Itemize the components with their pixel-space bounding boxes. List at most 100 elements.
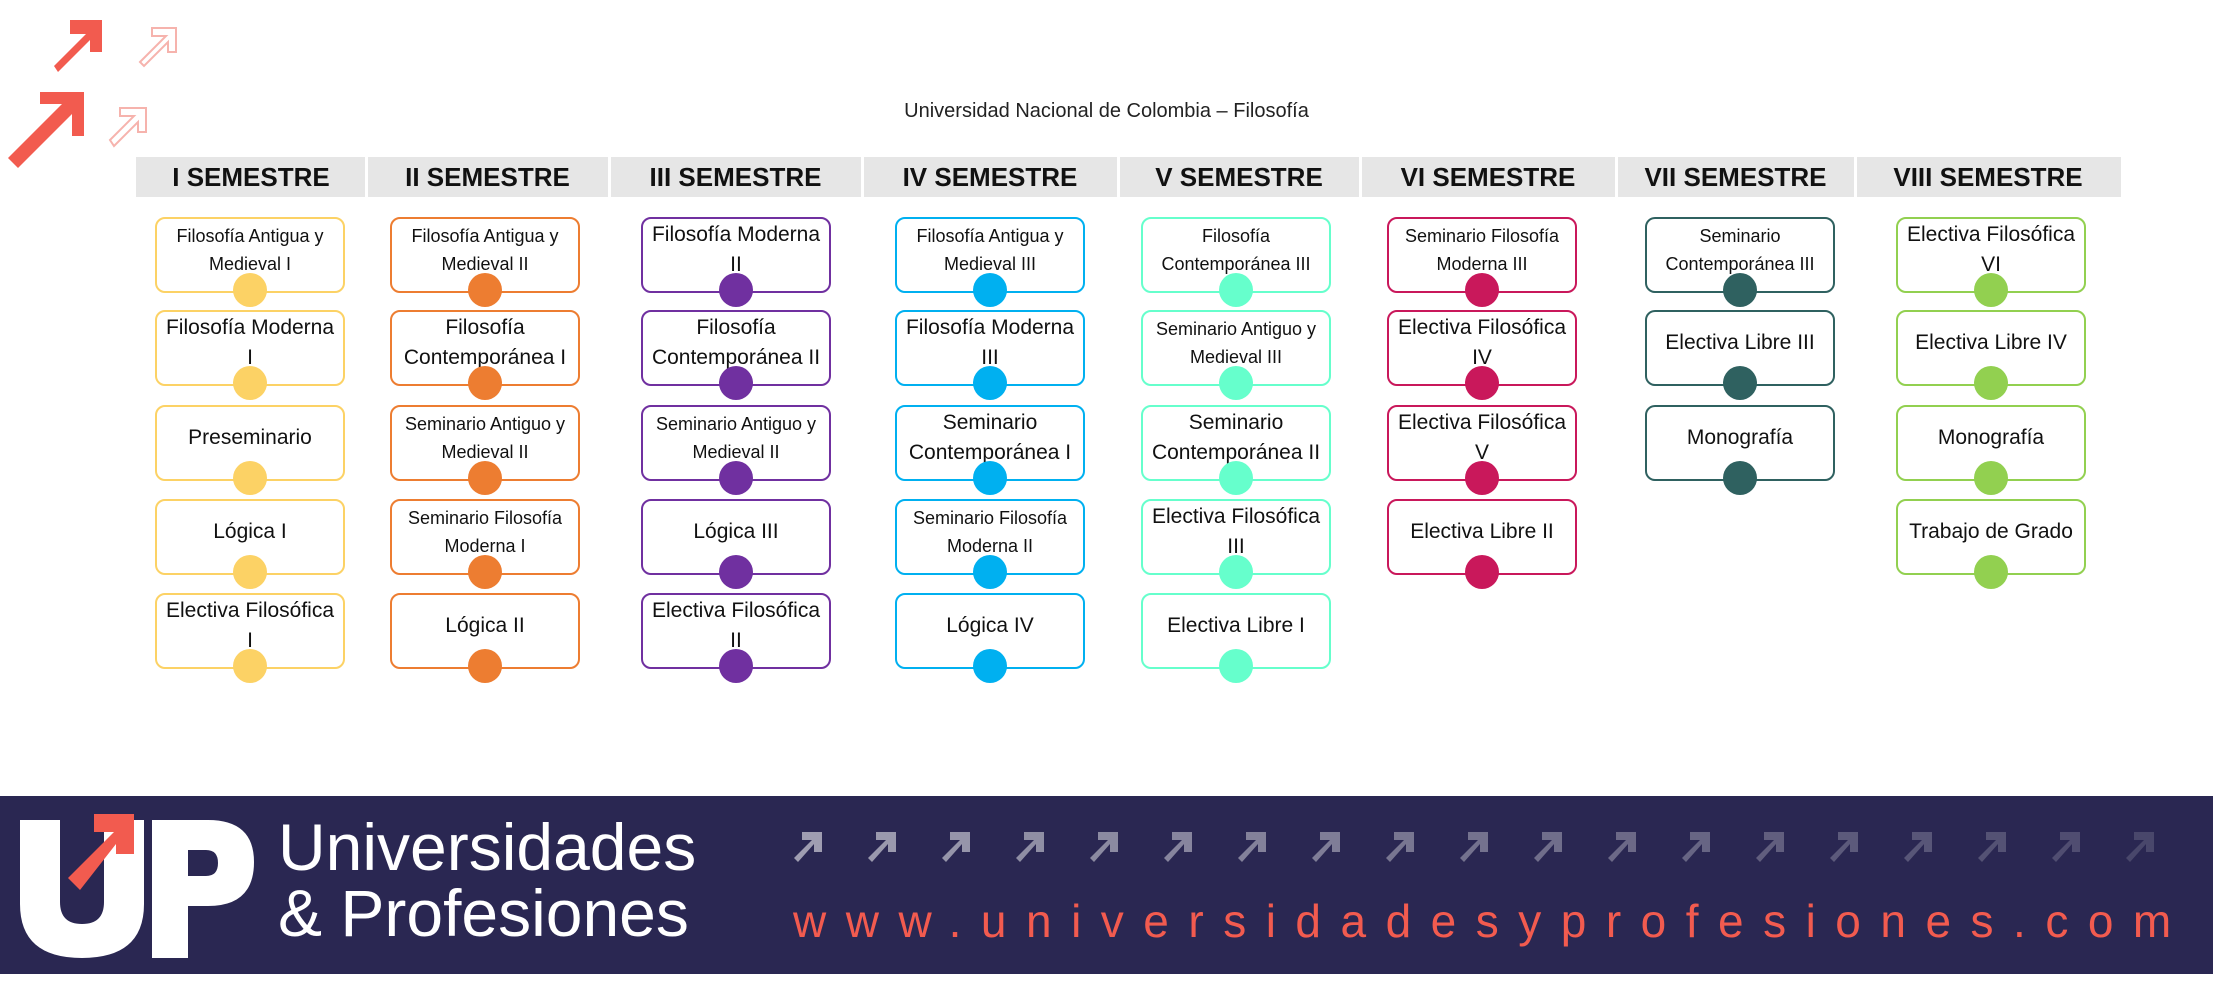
course-card-seminario-contemporanea-ii: Seminario Contemporánea II <box>1141 405 1331 495</box>
course-card-seminario-contemporanea-iii: Seminario Contemporánea III <box>1645 217 1835 307</box>
course-dot-icon <box>233 366 267 400</box>
course-dot-icon <box>973 461 1007 495</box>
course-dot-icon <box>1465 366 1499 400</box>
course-dot-icon <box>719 461 753 495</box>
course-card-seminario-filosofia-moderna-i: Seminario Filosofía Moderna I <box>390 499 580 589</box>
pattern-arrow-icon <box>1460 832 1488 862</box>
course-name: Filosofía Moderna II <box>651 223 821 276</box>
pattern-arrow-icon <box>1682 832 1710 862</box>
course-card-filosofia-antigua-y-medieval-ii: Filosofía Antigua y Medieval II <box>390 217 580 307</box>
pattern-arrow-icon <box>1090 832 1118 862</box>
course-dot-icon <box>233 649 267 683</box>
course-card-seminario-antiguo-y-medieval-ii: Seminario Antiguo y Medieval II <box>390 405 580 495</box>
course-name: Monografía <box>1937 426 2045 449</box>
arrows-logo-icon <box>8 20 177 168</box>
semester-header-3: III SEMESTRE <box>649 162 822 192</box>
course-card-electiva-libre-iv: Electiva Libre IV <box>1896 310 2086 400</box>
course-name: Electiva Filosófica VI <box>1906 223 2076 276</box>
course-name: Lógica II <box>445 614 525 637</box>
course-card-filosofia-moderna-iii: Filosofía Moderna III <box>895 310 1085 400</box>
course-name: Filosofía Antigua y Medieval III <box>916 226 1064 274</box>
course-dot-icon <box>1219 555 1253 589</box>
pattern-arrow-icon <box>1534 832 1562 862</box>
pattern-arrow-icon <box>1164 832 1192 862</box>
brand-line-2: & Profesiones <box>278 876 689 950</box>
course-name: Filosofía Contemporánea II <box>651 316 821 369</box>
course-dot-icon <box>1723 461 1757 495</box>
course-name: Seminario Antiguo y Medieval III <box>1155 319 1317 367</box>
course-dot-icon <box>233 555 267 589</box>
pattern-arrow-icon <box>1608 832 1636 862</box>
pattern-arrow-icon <box>1238 832 1266 862</box>
course-dot-icon <box>1465 273 1499 307</box>
course-name: Filosofía Moderna III <box>905 316 1075 369</box>
course-card-logica-iii: Lógica III <box>641 499 831 589</box>
course-dot-icon <box>719 555 753 589</box>
course-name: Filosofía Antigua y Medieval I <box>176 226 324 274</box>
course-dot-icon <box>1219 649 1253 683</box>
course-card-filosofia-antigua-y-medieval-i: Filosofía Antigua y Medieval I <box>155 217 345 307</box>
course-dot-icon <box>719 366 753 400</box>
course-name: Seminario Antiguo y Medieval II <box>404 414 566 462</box>
header-separator <box>608 157 611 197</box>
course-card-filosofia-contemporanea-iii: Filosofía Contemporánea III <box>1141 217 1331 307</box>
course-card-seminario-antiguo-y-medieval-iii: Seminario Antiguo y Medieval III <box>1141 310 1331 400</box>
course-card-electiva-libre-iii: Electiva Libre III <box>1645 310 1835 400</box>
course-name: Preseminario <box>188 426 312 449</box>
course-card-electiva-filosofica-vi: Electiva Filosófica VI <box>1896 217 2086 307</box>
semester-header-5: V SEMESTRE <box>1155 162 1323 192</box>
course-dot-icon <box>1723 273 1757 307</box>
semester-header-2: II SEMESTRE <box>405 162 570 192</box>
course-dot-icon <box>1465 555 1499 589</box>
course-name: Electiva Filosófica V <box>1397 411 1567 464</box>
course-name: Electiva Filosófica III <box>1151 505 1321 558</box>
pattern-arrow-icon <box>1756 832 1784 862</box>
course-name: Lógica I <box>213 520 287 543</box>
course-dot-icon <box>1219 273 1253 307</box>
brand-line-1: Universidades <box>278 810 697 884</box>
header-separator <box>1615 157 1618 197</box>
course-name: Electiva Filosófica II <box>651 599 821 652</box>
course-name: Electiva Filosófica IV <box>1397 316 1567 369</box>
course-dot-icon <box>468 461 502 495</box>
course-card-seminario-contemporanea-i: Seminario Contemporánea I <box>895 405 1085 495</box>
course-card-electiva-libre-ii: Electiva Libre II <box>1387 499 1577 589</box>
header-separator <box>1854 157 1857 197</box>
course-name: Filosofía Moderna I <box>165 316 335 369</box>
semester-header-6: VI SEMESTRE <box>1400 162 1576 192</box>
course-name: Seminario Filosofía Moderna II <box>912 508 1068 556</box>
header-separator <box>1359 157 1362 197</box>
course-card-filosofia-contemporanea-i: Filosofía Contemporánea I <box>390 310 580 400</box>
course-name: Seminario Contemporánea I <box>908 411 1072 464</box>
pattern-arrow-icon <box>1016 832 1044 862</box>
course-dot-icon <box>1974 273 2008 307</box>
course-dot-icon <box>468 366 502 400</box>
brand-banner: Universidades & Profesiones www.universi… <box>0 796 2213 974</box>
course-dot-icon <box>233 273 267 307</box>
course-dot-icon <box>468 649 502 683</box>
course-dot-icon <box>1974 461 2008 495</box>
brand-name: Universidades & Profesiones <box>278 814 696 946</box>
course-card-electiva-filosofica-i: Electiva Filosófica I <box>155 593 345 683</box>
up-logo-icon <box>20 814 254 958</box>
course-card-electiva-libre-i: Electiva Libre I <box>1141 593 1331 683</box>
course-card-filosofia-moderna-ii: Filosofía Moderna II <box>641 217 831 307</box>
course-card-electiva-filosofica-v: Electiva Filosófica V <box>1387 405 1577 495</box>
course-name: Electiva Libre III <box>1665 331 1815 354</box>
website-url: www.universidadesyprofesiones.com <box>793 895 2191 947</box>
pattern-arrow-icon <box>1386 832 1414 862</box>
course-card-filosofia-contemporanea-ii: Filosofía Contemporánea II <box>641 310 831 400</box>
course-name: Electiva Libre II <box>1410 520 1554 543</box>
course-card-preseminario: Preseminario <box>155 405 345 495</box>
pattern-arrow-icon <box>868 832 896 862</box>
header-separator <box>365 157 368 197</box>
course-name: Seminario Contemporánea II <box>1151 411 1321 464</box>
course-card-filosofia-antigua-y-medieval-iii: Filosofía Antigua y Medieval III <box>895 217 1085 307</box>
course-dot-icon <box>233 461 267 495</box>
course-card-seminario-antiguo-y-medieval-ii: Seminario Antiguo y Medieval II <box>641 405 831 495</box>
pattern-arrow-icon <box>942 832 970 862</box>
course-name: Lógica III <box>693 520 779 543</box>
course-card-trabajo-de-grado: Trabajo de Grado <box>1896 499 2086 589</box>
course-name: Seminario Filosofía Moderna III <box>1404 226 1560 274</box>
course-card-electiva-filosofica-ii: Electiva Filosófica II <box>641 593 831 683</box>
